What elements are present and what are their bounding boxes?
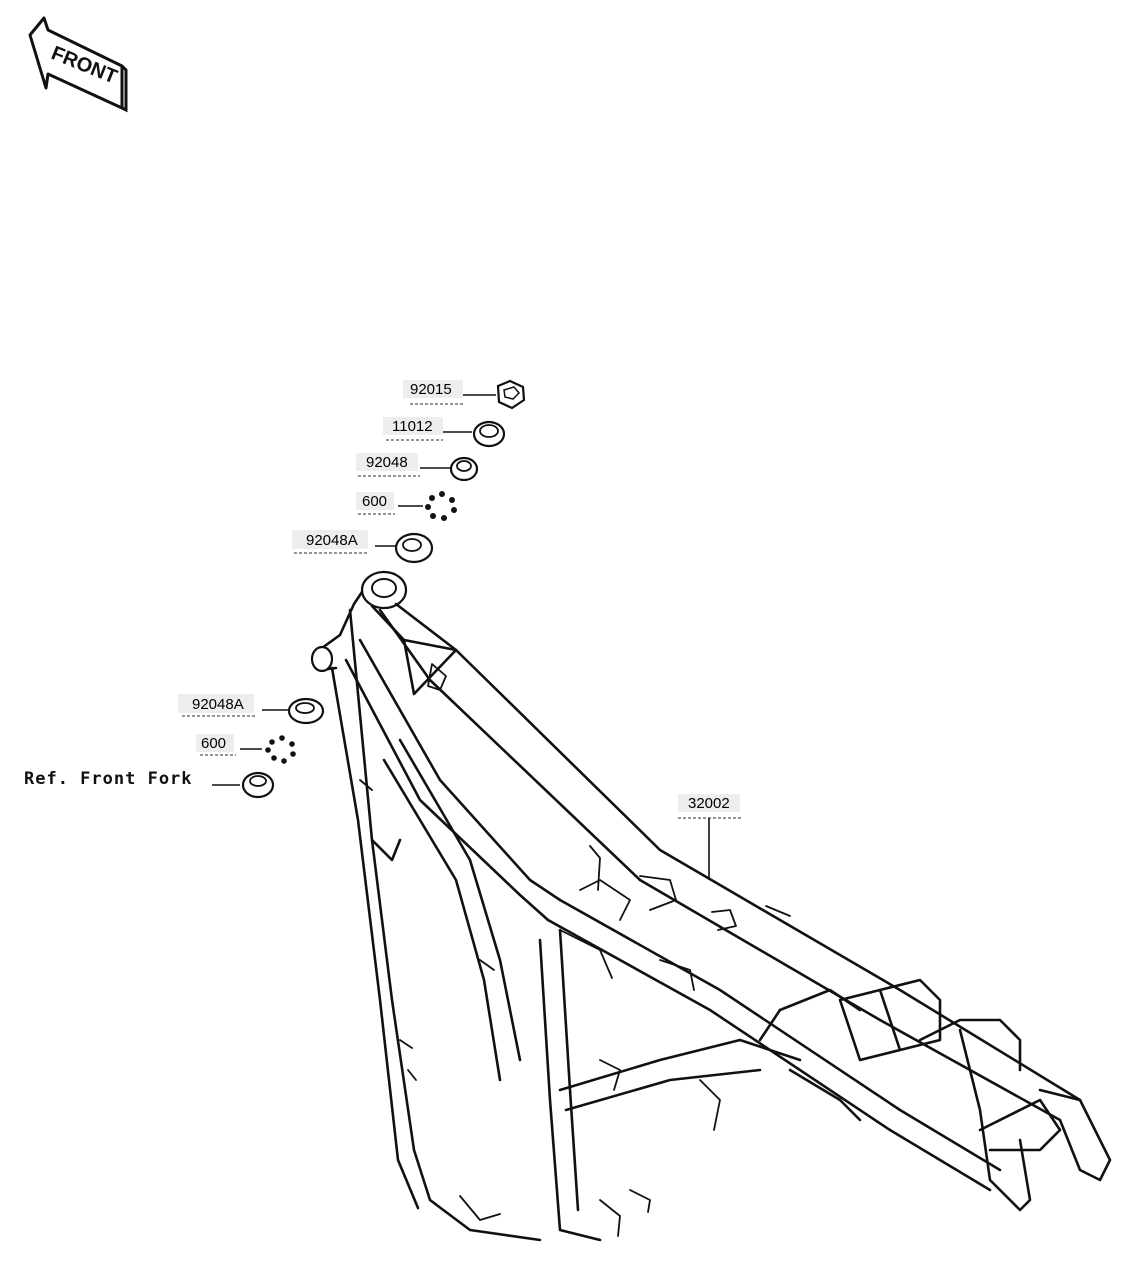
race-92048A-lower-icon (287, 697, 325, 725)
svg-text:92048A: 92048A (192, 696, 244, 713)
frame-32002-illustration (310, 570, 1112, 1242)
label-600-upper: 600 (356, 492, 423, 515)
svg-text:32002: 32002 (688, 795, 730, 812)
label-600-lower: 600 (196, 734, 262, 756)
front-arrow-badge: FRONT (28, 16, 128, 113)
label-92048A-upper: 92048A (292, 530, 396, 554)
ball-bearings-lower-icon (265, 735, 296, 764)
fork-stem-race-icon (241, 771, 275, 799)
svg-text:600: 600 (201, 735, 226, 752)
label-11012: 11012 (383, 417, 472, 441)
svg-text:11012: 11012 (392, 418, 433, 435)
race-92048-icon (449, 456, 479, 482)
svg-text:92048: 92048 (366, 454, 408, 471)
race-92048A-upper-icon (394, 532, 434, 564)
ball-bearings-upper-icon (425, 491, 457, 521)
label-92048A-lower: 92048A (178, 694, 288, 717)
svg-text:Ref. Front Fork: Ref. Front Fork (24, 769, 193, 789)
svg-text:92048A: 92048A (306, 532, 358, 549)
svg-text:600: 600 (362, 493, 387, 510)
label-ref-front-fork: Ref. Front Fork (24, 769, 240, 789)
svg-text:92015: 92015 (410, 381, 452, 398)
label-92015: 92015 (403, 380, 496, 405)
label-92048: 92048 (356, 453, 452, 477)
label-32002: 32002 (678, 794, 742, 880)
stem-nut-92015-icon (496, 379, 526, 410)
locknut-11012-icon (472, 420, 506, 448)
